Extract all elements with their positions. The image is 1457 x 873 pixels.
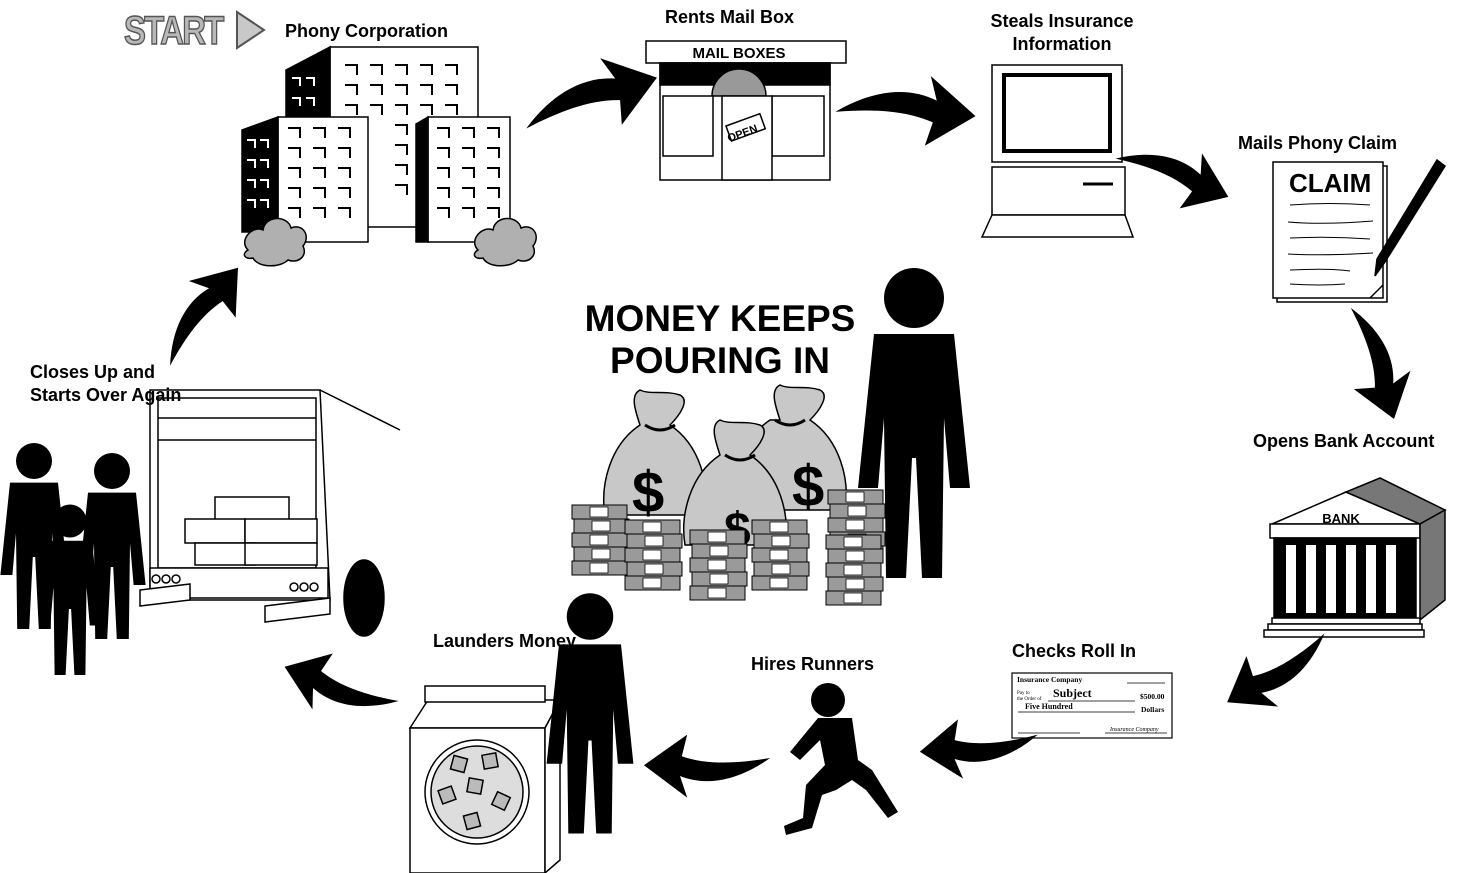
check-amount: $500.00 <box>1140 692 1165 701</box>
start-label: START <box>123 8 225 54</box>
money-bags-icon <box>603 384 847 546</box>
check-dollars: Dollars <box>1141 705 1164 714</box>
start-arrow-icon <box>236 10 266 50</box>
check-pay-to-line2: the Order of <box>1017 697 1042 702</box>
step-opens-bank-account: Opens Bank Account <box>1253 431 1435 451</box>
claim-heading: CLAIM <box>1289 168 1372 198</box>
center-title-line1: MONEY KEEPS <box>584 298 856 339</box>
center-title-line2: POURING IN <box>610 340 830 381</box>
step-phony-corporation: Phony Corporation <box>285 21 448 41</box>
step-closes-up-line1: Closes Up and <box>30 362 156 382</box>
check-pay-to-line1: Pay to <box>1017 691 1030 696</box>
step-launders-money: Launders Money <box>433 631 577 651</box>
mail-boxes-sign-text: MAIL BOXES <box>692 45 785 62</box>
flow-arrow-icon <box>274 639 407 737</box>
dollar-sign: $ <box>792 454 824 519</box>
flow-arrow-icon <box>833 68 979 150</box>
runner-silhouette-icon <box>784 683 898 835</box>
computer-icon <box>980 64 1135 238</box>
step-steals-insurance-line2: Information <box>1012 34 1112 54</box>
flow-arrow-icon <box>1107 123 1240 224</box>
moving-truck-icon <box>139 389 401 637</box>
step-checks-roll-in: Checks Roll In <box>1012 641 1137 661</box>
check-signature: Insurance Company <box>1109 727 1159 733</box>
step-hires-runners: Hires Runners <box>751 654 875 674</box>
mailbox-storefront-icon <box>645 40 847 181</box>
step-steals-insurance: Steals Insurance Information <box>982 10 1142 56</box>
step-closes-up: Closes Up and Starts Over Again <box>30 361 181 407</box>
bank-building-icon <box>1263 477 1447 638</box>
check-amount-words: Five Hundred <box>1025 702 1073 711</box>
washing-machine-icon <box>408 685 562 873</box>
flow-arrow-icon <box>512 43 668 154</box>
insurance-check-icon <box>1011 672 1173 739</box>
step-closes-up-line2: Starts Over Again <box>30 385 182 405</box>
dollar-sign: $ <box>632 460 664 525</box>
office-buildings-icon <box>241 45 537 267</box>
check-company: Insurance Company <box>1017 675 1082 684</box>
claim-document-icon <box>1272 158 1447 303</box>
bank-sign-text: BANK <box>1322 511 1360 526</box>
flow-arrow-icon <box>644 734 770 798</box>
step-steals-insurance-line1: Steals Insurance <box>990 11 1134 31</box>
step-mails-phony-claim: Mails Phony Claim <box>1238 133 1398 153</box>
check-payee: Subject <box>1053 686 1092 700</box>
step-rents-mail-box: Rents Mail Box <box>665 7 795 27</box>
flow-arrow-icon <box>1329 296 1424 428</box>
flow-arrow-icon <box>140 248 261 380</box>
center-title: MONEY KEEPS POURING IN <box>560 298 880 382</box>
